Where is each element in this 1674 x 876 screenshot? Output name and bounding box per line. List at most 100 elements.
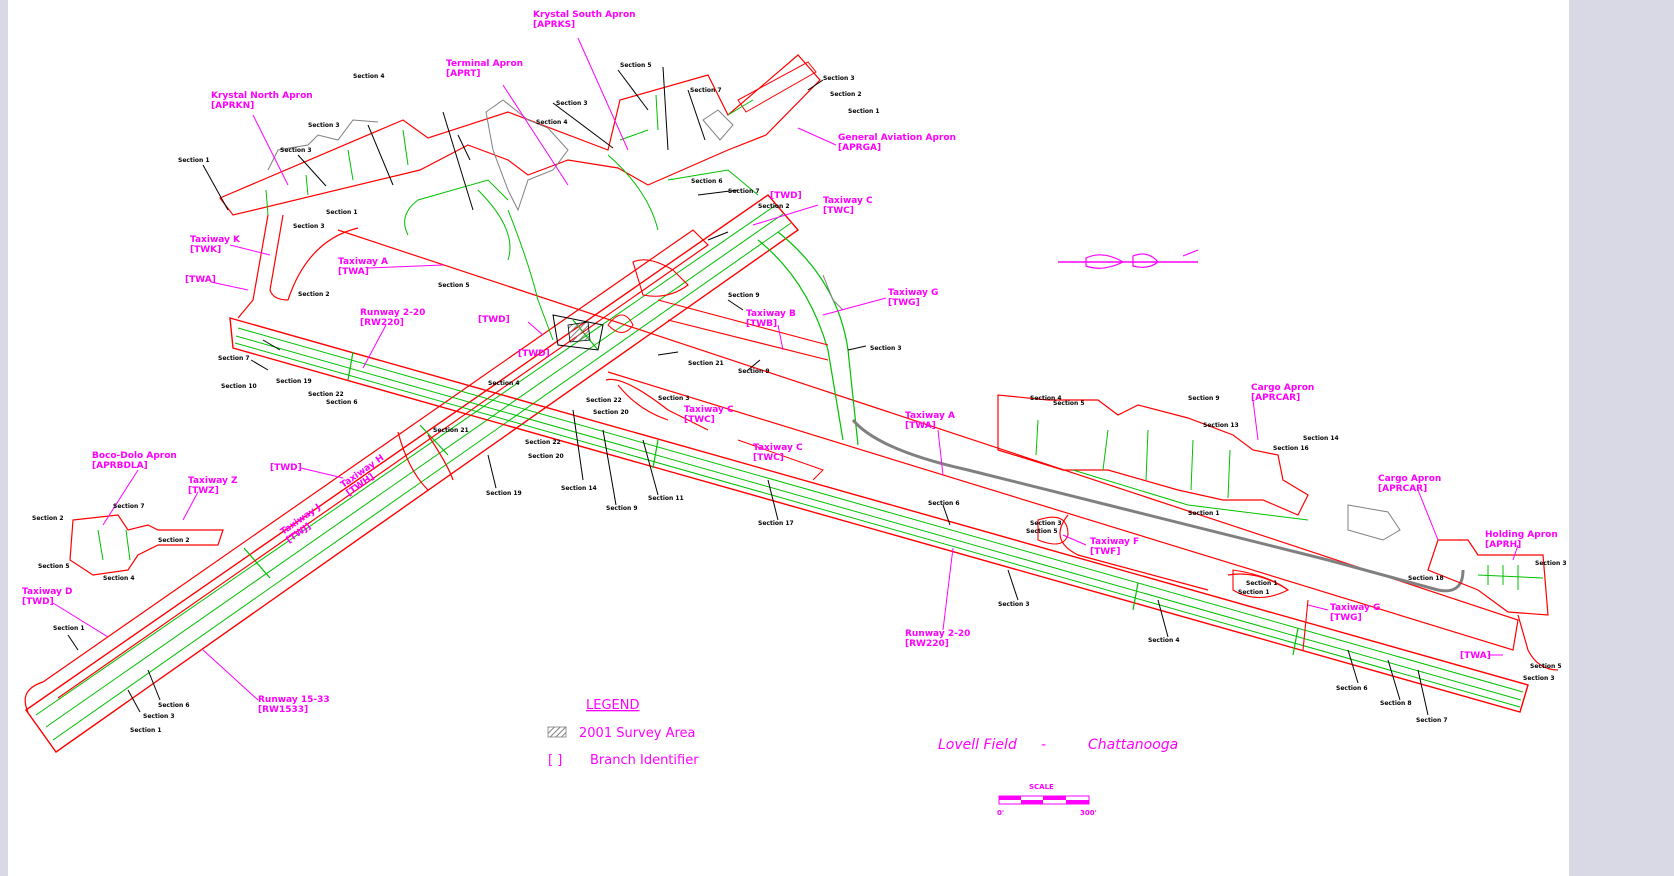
map-title-block: Lovell Field - Chattanooga: [938, 737, 1178, 753]
section-label: Section 3: [658, 395, 690, 402]
taxiway-j-label: Taxiway J[TWJ]: [279, 503, 328, 546]
taxiway-k-label: Taxiway K[TWK]: [190, 235, 241, 255]
krystal-north-apron-label: Krystal North Apron[APRKN]: [211, 91, 313, 111]
section-label: Section 22: [525, 439, 561, 446]
section-label: Section 1: [1246, 580, 1278, 587]
label-leaders: [52, 37, 1519, 701]
taxiway-d-pavement: [24, 229, 709, 713]
scale-bar: SCALE 0' 300': [997, 783, 1097, 817]
section-label: Section 7: [1416, 717, 1448, 724]
taxiway-f-label: Taxiway F[TWF]: [1090, 537, 1139, 557]
section-label: Section 7: [690, 87, 722, 94]
section-label: Section 3: [143, 713, 175, 720]
taxiway-g-pavement: [757, 231, 859, 446]
section-label: Section 6: [1336, 685, 1368, 692]
right-window-edge: [1569, 0, 1674, 876]
airport-pavement-map: Krystal South Apron[APRKS] Terminal Apro…: [8, 0, 1569, 876]
section-leaders: [67, 66, 1429, 716]
section-label: Section 18: [1408, 575, 1444, 582]
section-label: Section 1: [326, 209, 358, 216]
section-label: Section 4: [1030, 395, 1062, 402]
section-label: Section 21: [688, 360, 724, 367]
section-label: Section 3: [556, 100, 588, 107]
north-apron-pavement: [219, 54, 821, 341]
survey-area-swatch: [547, 726, 567, 738]
twd-north-label: [TWD]: [770, 191, 802, 201]
twa-west-label: [TWA]: [185, 275, 216, 285]
section-label: Section 2: [758, 203, 790, 210]
north-arrow-icon: [1058, 249, 1199, 269]
section-label: Section 3: [1030, 520, 1062, 527]
twd-mid-label: [TWD]: [478, 315, 510, 325]
section-label: Section 20: [593, 409, 629, 416]
runway-15-33-label: Runway 15-33[RW1533]: [258, 695, 330, 715]
legend-title: LEGEND: [586, 698, 639, 713]
section-label: Section 4: [536, 119, 568, 126]
city-name: Chattanooga: [1088, 737, 1178, 753]
section-label: Section 4: [103, 575, 135, 582]
holding-apron-pavement: [1427, 539, 1559, 671]
taxiway-c-mid-label: Taxiway C[TWC]: [684, 405, 734, 425]
left-window-edge: [0, 0, 8, 876]
runway-2-20-west-label: Runway 2-20[RW220]: [360, 308, 425, 328]
section-label: Section 16: [1273, 445, 1309, 452]
section-label: Section 4: [488, 380, 520, 387]
taxiway-c-north-label: Taxiway C[TWC]: [823, 196, 873, 216]
taxiway-c-south-label: Taxiway C[TWC]: [753, 443, 803, 463]
scale-min-label: 0': [997, 809, 1004, 817]
section-label: Section 4: [1148, 637, 1180, 644]
section-label: Section 9: [606, 505, 638, 512]
scale-title: SCALE: [1029, 783, 1054, 791]
branch-identifier-symbol: [ ]: [548, 753, 562, 768]
section-label: Section 14: [1303, 435, 1339, 442]
cargo-apron-north-label: Cargo Apron[APRCAR]: [1251, 383, 1314, 403]
section-label: Section 2: [830, 91, 862, 98]
section-label: Section 2: [32, 515, 64, 522]
section-label: Section 14: [561, 485, 597, 492]
taxiway-g-north-label: Taxiway G[TWG]: [888, 288, 938, 308]
section-label: Section 1: [53, 625, 85, 632]
twd-west-label: [TWD]: [270, 463, 302, 473]
central-intersection: [552, 259, 824, 481]
section-label: Section 20: [528, 453, 564, 460]
section-label: Section 3: [293, 223, 325, 230]
section-label: Section 6: [928, 500, 960, 507]
section-label: Section 9: [1188, 395, 1220, 402]
section-label: Section 5: [620, 62, 652, 69]
section-label: Section 21: [433, 427, 469, 434]
legend-item-branch-identifier: Branch Identifier: [590, 753, 699, 768]
title-separator: -: [1041, 737, 1046, 753]
legend: LEGEND 2001 Survey Area [ ] Branch Ident…: [547, 698, 699, 768]
section-label: Section 22: [586, 397, 622, 404]
section-label: Section 1: [1238, 589, 1270, 596]
runway-2-20-south-label: Runway 2-20[RW220]: [905, 629, 970, 649]
section-label: Section 5: [1026, 528, 1058, 535]
airport-name: Lovell Field: [938, 737, 1017, 753]
section-label: Section 3: [280, 147, 312, 154]
taxiway-k-pavement: [237, 214, 359, 319]
section-label: Section 11: [648, 495, 684, 502]
general-aviation-apron-label: General Aviation Apron[APRGA]: [838, 133, 956, 153]
taxiway-z-label: Taxiway Z[TWZ]: [188, 476, 238, 496]
section-label: Section 1: [130, 727, 162, 734]
cargo-apron-south-label: Cargo Apron[APRCAR]: [1378, 474, 1441, 494]
taxiway-g-south-label: Taxiway G[TWG]: [1330, 603, 1380, 623]
section-label: Section 19: [276, 378, 312, 385]
section-label: Section 22: [308, 391, 344, 398]
section-label: Section 4: [353, 73, 385, 80]
south-taxiway-pavement: [1037, 516, 1309, 651]
section-label: Section 6: [691, 178, 723, 185]
scale-max-label: 300': [1080, 809, 1097, 817]
boco-dolo-apron-label: Boco-Dolo Apron[APRBDLA]: [92, 451, 177, 471]
tw-center-label: [TWD]: [518, 349, 550, 359]
section-label: Section 6: [326, 399, 358, 406]
taxiway-a-west-label: Taxiway A[TWA]: [338, 257, 388, 277]
legend-item-survey-area: 2001 Survey Area: [579, 726, 696, 741]
terminal-apron-label: Terminal Apron[APRT]: [446, 59, 523, 79]
section-label: Section 3: [823, 75, 855, 82]
boco-dolo-apron-pavement: [69, 514, 224, 576]
section-label: Section 5: [1053, 400, 1085, 407]
taxiway-j-h-pavement: [397, 431, 454, 491]
cargo-apron-pavement: [997, 394, 1309, 521]
section-label: Section 10: [221, 383, 257, 390]
